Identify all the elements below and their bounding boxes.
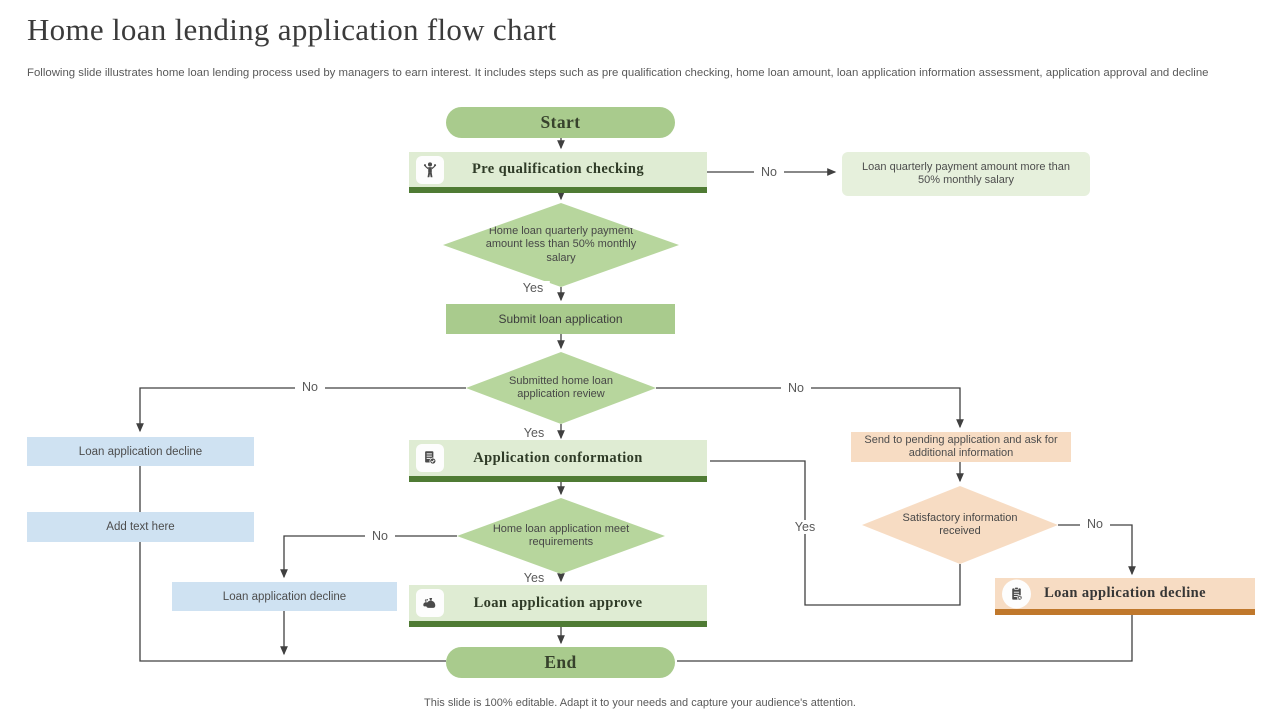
page-title: Home loan lending application flow chart <box>27 12 557 47</box>
decline-right-step: Loan application decline <box>995 578 1255 615</box>
quarterly-more-info-box: Loan quarterly payment amount more than … <box>842 152 1090 196</box>
start-node: Start <box>446 107 675 138</box>
decline-center-node: Loan application decline <box>172 582 397 611</box>
branch-label-no: No <box>754 165 784 179</box>
page-subtitle: Following slide illustrates home loan le… <box>27 67 1209 79</box>
submit-application-node: Submit loan application <box>446 304 675 334</box>
send-pending-node: Send to pending application and ask for … <box>851 432 1071 462</box>
step-label: Application conformation <box>473 449 643 466</box>
branch-label-no: No <box>365 529 395 543</box>
pre-qualification-step: Pre qualification checking <box>409 152 707 193</box>
branch-label-no: No <box>1080 517 1110 531</box>
branch-label-yes: Yes <box>516 571 552 585</box>
step-label: Loan application approve <box>473 594 643 611</box>
application-approve-step: Loan application approve <box>409 585 707 627</box>
document-check-icon <box>416 444 444 472</box>
step-label: Pre qualification checking <box>471 161 645 177</box>
branch-label-yes: Yes <box>516 426 552 440</box>
money-bags-icon <box>416 589 444 617</box>
add-text-node: Add text here <box>27 512 254 542</box>
footer-note: This slide is 100% editable. Adapt it to… <box>424 697 856 709</box>
step-label: Loan application decline <box>1044 585 1206 601</box>
branch-label-no: No <box>295 380 325 394</box>
winner-icon <box>416 155 444 184</box>
clipboard-reject-icon <box>1002 579 1031 608</box>
decline-left-node: Loan application decline <box>27 437 254 466</box>
branch-label-yes: Yes <box>787 520 823 534</box>
branch-label-no: No <box>781 381 811 395</box>
branch-label-yes: Yes <box>515 281 551 295</box>
end-node: End <box>446 647 675 678</box>
application-conformation-step: Application conformation <box>409 440 707 482</box>
